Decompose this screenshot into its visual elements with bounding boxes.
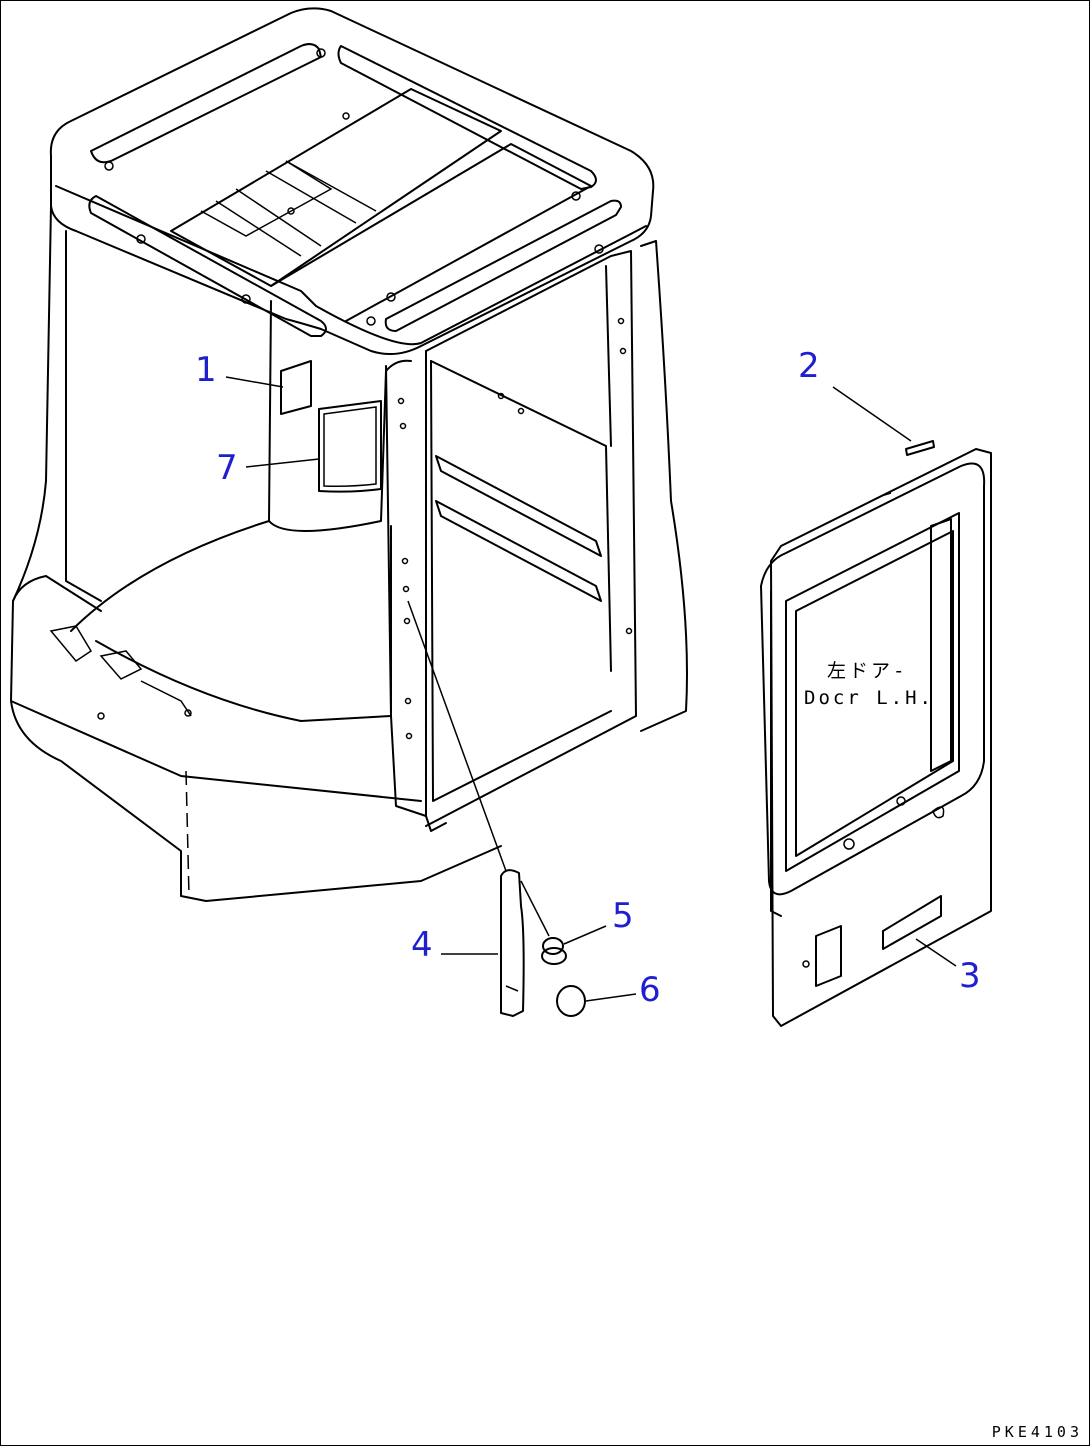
part-5-knob xyxy=(541,937,567,965)
door-label-en: Docr L.H. xyxy=(804,687,934,709)
door-lh xyxy=(701,448,992,1027)
callout-6: 6 xyxy=(639,970,661,1010)
part-2-strip xyxy=(905,440,935,456)
cab-body xyxy=(10,205,688,902)
part-4-handle xyxy=(500,869,525,1017)
cab-roof xyxy=(49,7,655,356)
door-label-jp: 左ドア- xyxy=(827,660,908,682)
callout-3: 3 xyxy=(959,956,981,996)
part-7-window xyxy=(318,400,382,493)
callout-4: 4 xyxy=(411,925,433,965)
callout-leaders xyxy=(225,376,957,1002)
callout-2: 2 xyxy=(798,346,820,386)
callout-5: 5 xyxy=(612,896,634,936)
part-1-plate xyxy=(280,360,312,415)
leader-pillar-to-4 xyxy=(407,600,507,872)
part-3-plate xyxy=(882,895,942,950)
drawing-reference-code: PKE4103 xyxy=(991,1423,1083,1441)
leader-4-to-5 xyxy=(520,880,550,937)
part-6-cap xyxy=(556,985,586,1017)
callout-1: 1 xyxy=(195,350,217,390)
callout-7: 7 xyxy=(216,448,238,488)
